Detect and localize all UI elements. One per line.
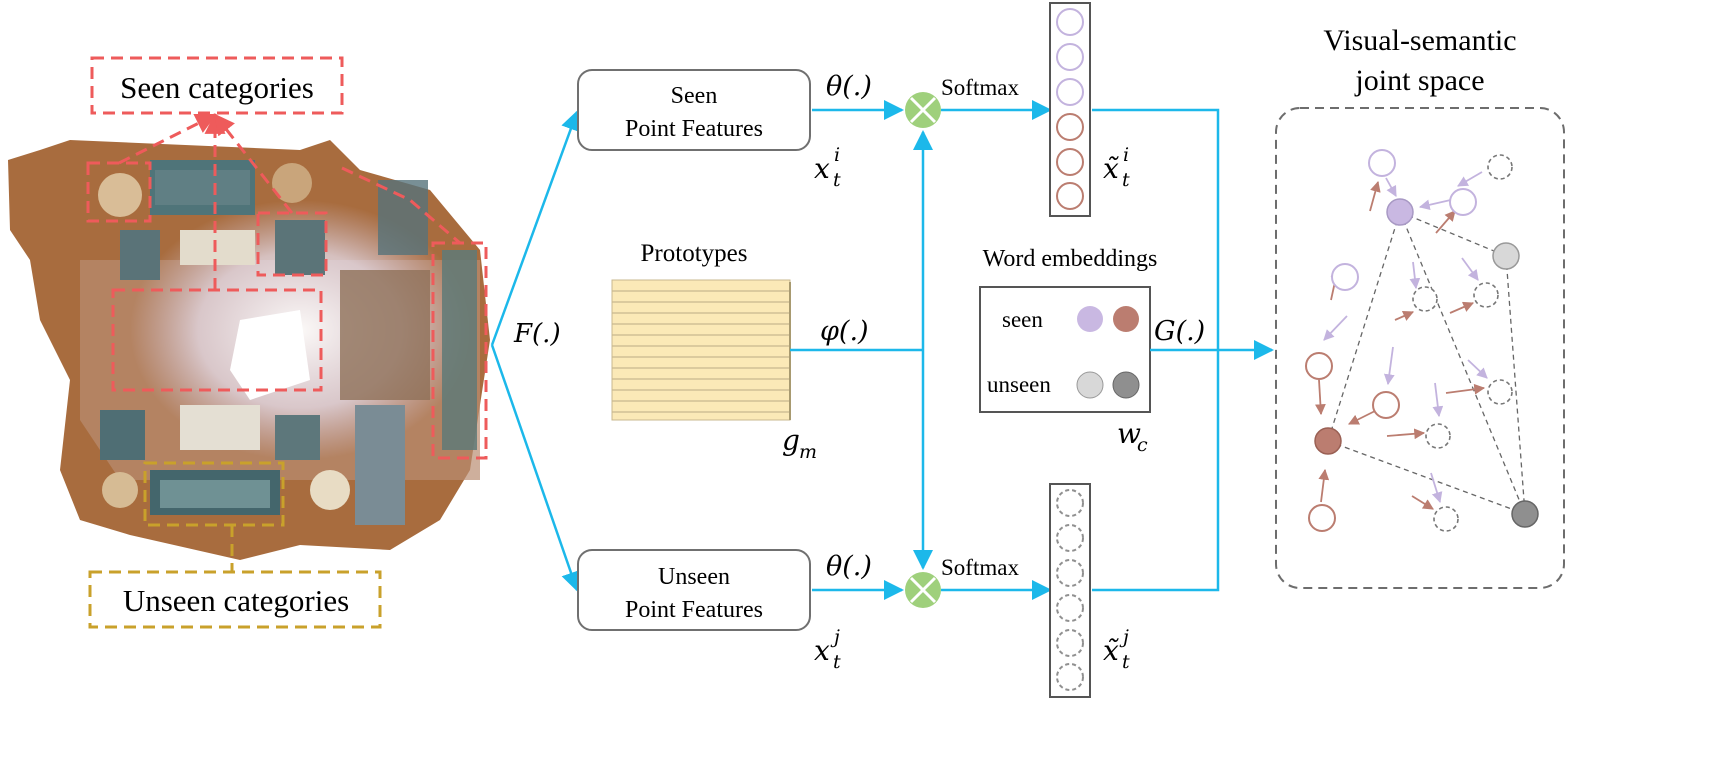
seen-category-boxes: [86, 56, 488, 460]
prototype-symbol: g m: [782, 424, 817, 463]
multiply-node-bottom: [905, 572, 941, 608]
generator-label: G(.): [1154, 316, 1205, 347]
seen-softmax-symbol: x̃ i t: [1103, 144, 1130, 191]
svg-text:c: c: [1137, 434, 1148, 456]
svg-text:x̃: x̃: [1103, 152, 1119, 185]
seen-embedding-label: seen: [1002, 307, 1043, 332]
svg-text:t: t: [1122, 651, 1130, 673]
theta-top-label: θ(.): [826, 71, 872, 102]
svg-text:t: t: [833, 651, 841, 673]
joint-space-title-line2: joint space: [1354, 64, 1484, 97]
svg-text:i: i: [1123, 144, 1129, 166]
softmax-top-label: Softmax: [941, 75, 1019, 100]
seen-features-line2: Point Features: [625, 116, 763, 142]
seen-feature-symbol: x i t: [814, 144, 841, 191]
multiply-node-top: [905, 92, 941, 128]
feature-extractor-label: F(.): [513, 319, 561, 349]
svg-text:x: x: [814, 152, 830, 185]
svg-text:i: i: [834, 144, 840, 166]
joint-space-arrows: [1092, 108, 1274, 592]
svg-text:g: g: [782, 424, 800, 457]
seen-point-features-box: Seen Point Features: [577, 69, 811, 151]
svg-text:m: m: [799, 441, 817, 463]
svg-text:x: x: [814, 634, 830, 667]
joint-space-title-line1: Visual-semantic: [1323, 24, 1516, 57]
feature-extractor-arrows: [490, 110, 581, 592]
unseen-features-line2: Point Features: [625, 597, 763, 623]
prototypes-label: Prototypes: [641, 240, 748, 267]
softmax-arrows: [941, 100, 1052, 600]
svg-text:t: t: [833, 169, 841, 191]
word-embedding-symbol: w c: [1117, 417, 1148, 456]
prototype-flow-arrows: [790, 130, 933, 570]
phi-label: φ(.): [820, 316, 869, 347]
point-cloud-scene: [8, 140, 490, 560]
joint-space-panel: [1275, 107, 1565, 589]
seen-features-line1: Seen: [671, 83, 718, 109]
svg-text:t: t: [1122, 169, 1130, 191]
feature-to-multiply-arrows: [812, 100, 904, 600]
prototype-stack: [611, 279, 791, 421]
unseen-embedding-label: unseen: [987, 372, 1051, 397]
softmax-bottom-label: Softmax: [941, 555, 1019, 580]
svg-text:j: j: [830, 626, 840, 648]
word-embeddings-label: Word embeddings: [983, 246, 1158, 272]
unseen-features-line1: Unseen: [658, 564, 730, 590]
joint-space-graph: [1305, 149, 1539, 532]
unseen-feature-symbol: x j t: [814, 626, 841, 673]
svg-text:x̃: x̃: [1103, 634, 1119, 667]
unseen-category-boxes: [88, 461, 382, 629]
unseen-point-features-box: Unseen Point Features: [577, 549, 811, 631]
unseen-categories-label: Unseen categories: [123, 583, 349, 618]
unseen-softmax-symbol: x̃ j t: [1103, 626, 1130, 673]
svg-text:j: j: [1119, 626, 1129, 648]
svg-text:w: w: [1117, 417, 1141, 450]
unseen-probability-vector: [1049, 483, 1091, 698]
seen-probability-vector: [1049, 2, 1091, 217]
word-embeddings-box: seen unseen: [979, 286, 1151, 413]
seen-categories-label: Seen categories: [120, 70, 314, 105]
theta-bottom-label: θ(.): [826, 551, 872, 582]
